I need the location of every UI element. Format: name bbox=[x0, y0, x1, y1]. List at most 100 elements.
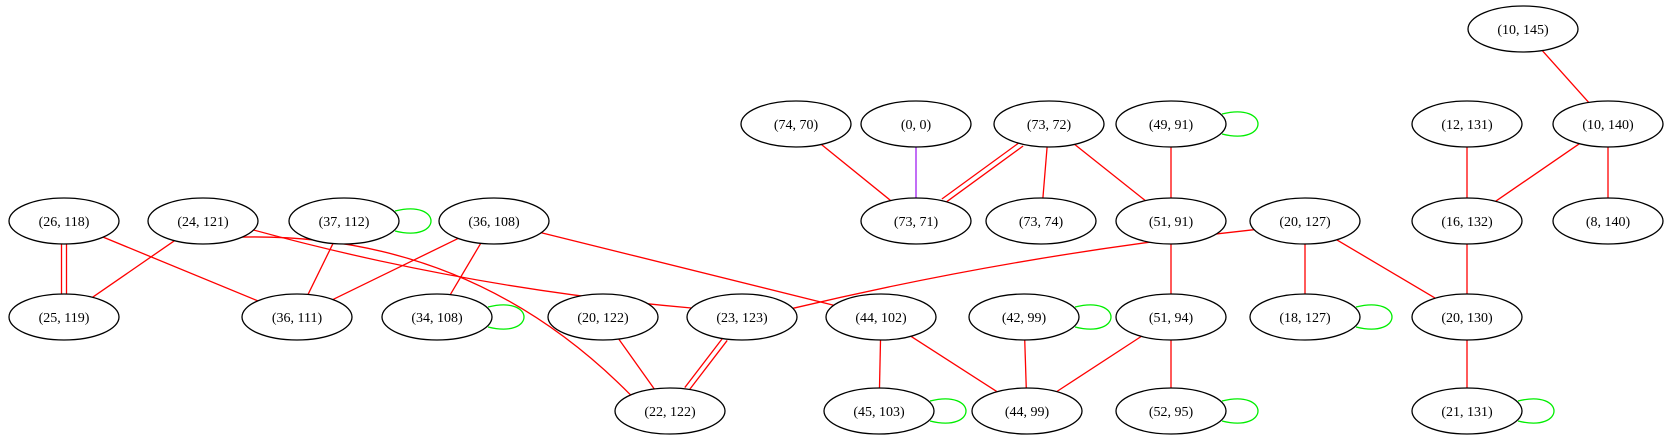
node-n_25_119: (25, 119) bbox=[8, 293, 120, 341]
node-n_36_108: (36, 108) bbox=[438, 197, 550, 245]
edge-n_20_122-n_22_122 bbox=[618, 338, 655, 390]
node-n_74_70: (74, 70) bbox=[740, 100, 852, 148]
node-n_37_112: (37, 112) bbox=[288, 197, 400, 245]
node-n_20_127: (20, 127) bbox=[1249, 197, 1361, 245]
self-loop-n_37_112 bbox=[394, 208, 432, 234]
node-ellipse bbox=[686, 293, 798, 341]
node-n_51_94: (51, 94) bbox=[1115, 293, 1227, 341]
node-label: (42, 99) bbox=[1002, 311, 1047, 326]
edge-n_73_72-n_73_71-0 bbox=[944, 145, 1024, 204]
node-label: (51, 94) bbox=[1149, 311, 1194, 326]
node-n_21_131: (21, 131) bbox=[1411, 387, 1523, 435]
node-label: (25, 119) bbox=[39, 311, 90, 326]
edge-n_44_102-n_45_103 bbox=[878, 339, 882, 389]
node-n_44_102: (44, 102) bbox=[825, 293, 937, 341]
node-ellipse bbox=[1115, 100, 1227, 148]
node-ellipse bbox=[1115, 197, 1227, 245]
node-label: (52, 95) bbox=[1149, 405, 1194, 420]
node-ellipse bbox=[823, 387, 935, 435]
node-n_8_140: (8, 140) bbox=[1552, 197, 1664, 245]
edge-n_26_118-n_36_111 bbox=[102, 236, 259, 302]
node-label: (45, 103) bbox=[853, 405, 905, 420]
node-label: (21, 131) bbox=[1441, 405, 1493, 420]
self-loop-n_42_99 bbox=[1074, 304, 1112, 330]
node-n_10_145: (10, 145) bbox=[1467, 5, 1579, 53]
node-label: (20, 122) bbox=[577, 311, 629, 326]
edge-n_24_121-n_25_119 bbox=[92, 240, 175, 298]
node-ellipse bbox=[381, 293, 493, 341]
node-n_23_123: (23, 123) bbox=[686, 293, 798, 341]
node-ellipse bbox=[1115, 387, 1227, 435]
node-n_51_91: (51, 91) bbox=[1115, 197, 1227, 245]
node-ellipse bbox=[993, 100, 1105, 148]
node-label: (73, 74) bbox=[1019, 215, 1064, 230]
edge-n_73_72-n_51_91 bbox=[1074, 143, 1146, 202]
node-n_10_140: (10, 140) bbox=[1552, 100, 1664, 148]
node-label: (73, 72) bbox=[1027, 118, 1072, 133]
edge-n_37_112-n_36_111 bbox=[307, 243, 334, 295]
self-loop-n_49_91 bbox=[1221, 111, 1259, 137]
edge-n_36_108-n_36_111 bbox=[332, 237, 459, 301]
node-ellipse bbox=[860, 100, 972, 148]
node-n_36_111: (36, 111) bbox=[241, 293, 353, 341]
node-n_18_127: (18, 127) bbox=[1249, 293, 1361, 341]
edge-n_73_72-n_73_71-1 bbox=[941, 141, 1021, 200]
node-label: (74, 70) bbox=[774, 118, 819, 133]
node-ellipse bbox=[147, 197, 259, 245]
node-n_24_121: (24, 121) bbox=[147, 197, 259, 245]
node-label: (8, 140) bbox=[1586, 215, 1631, 230]
node-label: (24, 121) bbox=[177, 215, 229, 230]
node-label: (16, 132) bbox=[1441, 215, 1493, 230]
node-label: (23, 123) bbox=[716, 311, 768, 326]
edge-n_44_102-n_44_99 bbox=[910, 335, 998, 393]
nodes-layer: (10, 145)(74, 70)(0, 0)(73, 72)(49, 91)(… bbox=[8, 5, 1664, 435]
node-ellipse bbox=[1467, 5, 1579, 53]
node-ellipse bbox=[968, 293, 1080, 341]
node-ellipse bbox=[1411, 197, 1523, 245]
edge-n_23_123-n_22_122-1 bbox=[684, 336, 724, 388]
node-label: (12, 131) bbox=[1441, 118, 1493, 133]
node-ellipse bbox=[860, 197, 972, 245]
node-ellipse bbox=[740, 100, 852, 148]
edge-n_51_94-n_44_99 bbox=[1056, 335, 1142, 393]
node-ellipse bbox=[825, 293, 937, 341]
edge-n_24_121-n_22_122 bbox=[242, 236, 632, 396]
node-n_42_99: (42, 99) bbox=[968, 293, 1080, 341]
node-ellipse bbox=[1249, 293, 1361, 341]
node-n_45_103: (45, 103) bbox=[823, 387, 935, 435]
node-n_73_72: (73, 72) bbox=[993, 100, 1105, 148]
node-label: (73, 71) bbox=[894, 215, 939, 230]
node-ellipse bbox=[1249, 197, 1361, 245]
node-ellipse bbox=[438, 197, 550, 245]
node-n_20_130: (20, 130) bbox=[1411, 293, 1523, 341]
node-label: (22, 122) bbox=[644, 405, 696, 420]
node-label: (20, 130) bbox=[1441, 311, 1493, 326]
node-ellipse bbox=[1411, 293, 1523, 341]
node-label: (18, 127) bbox=[1279, 311, 1331, 326]
node-label: (10, 145) bbox=[1497, 23, 1549, 38]
edge-n_10_145-n_10_140 bbox=[1541, 50, 1590, 103]
node-label: (44, 102) bbox=[855, 311, 907, 326]
edge-n_10_140-n_16_132 bbox=[1495, 143, 1580, 202]
node-label: (36, 108) bbox=[468, 215, 520, 230]
self-loop-n_34_108 bbox=[487, 304, 525, 330]
node-label: (44, 99) bbox=[1005, 405, 1050, 420]
edge-n_73_72-n_73_74 bbox=[1042, 146, 1048, 199]
edge-n_20_127-n_20_130 bbox=[1336, 239, 1436, 299]
node-ellipse bbox=[985, 197, 1097, 245]
node-ellipse bbox=[1115, 293, 1227, 341]
node-ellipse bbox=[1552, 197, 1664, 245]
node-label: (37, 112) bbox=[319, 215, 370, 230]
self-loop-n_18_127 bbox=[1355, 304, 1393, 330]
edge-n_23_123-n_22_122-0 bbox=[688, 340, 728, 392]
node-label: (49, 91) bbox=[1149, 118, 1194, 133]
node-n_44_99: (44, 99) bbox=[971, 387, 1083, 435]
node-ellipse bbox=[1411, 100, 1523, 148]
edge-n_36_108-n_34_108 bbox=[449, 242, 482, 296]
node-ellipse bbox=[1552, 100, 1664, 148]
node-ellipse bbox=[241, 293, 353, 341]
node-label: (20, 127) bbox=[1279, 215, 1331, 230]
node-label: (26, 118) bbox=[39, 215, 90, 230]
node-n_20_122: (20, 122) bbox=[547, 293, 659, 341]
